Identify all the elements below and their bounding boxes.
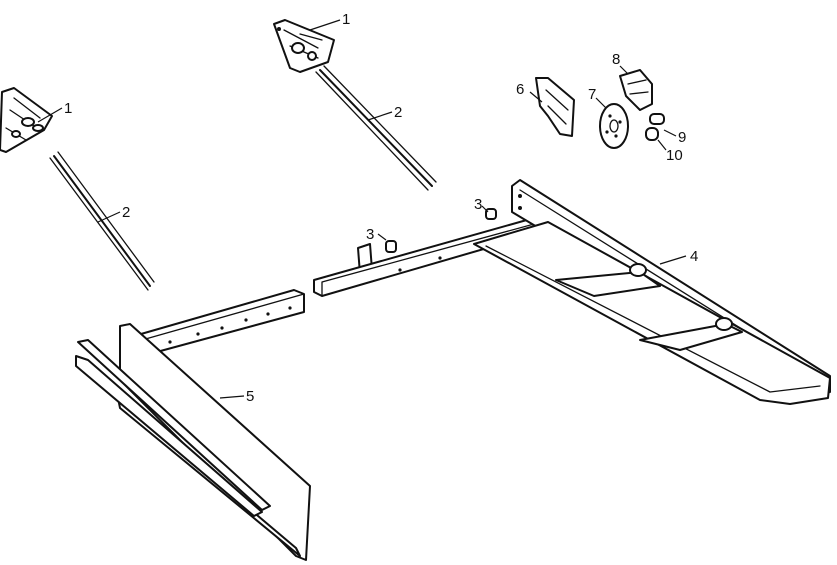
callout-5: 5	[246, 388, 254, 405]
bracket-plate-top	[273, 19, 335, 73]
callout-3-lower: 3	[366, 226, 374, 243]
chain-top	[315, 65, 437, 191]
callout-10: 10	[666, 147, 683, 164]
right-runner-frame	[313, 179, 831, 405]
left-blade-assembly	[75, 289, 311, 561]
bracket-plate-left	[0, 87, 53, 153]
callout-8: 8	[612, 51, 620, 68]
hitch-pin-upper	[485, 208, 497, 220]
wheel-disc	[599, 103, 629, 149]
callout-7: 7	[588, 86, 596, 103]
spring	[649, 113, 665, 125]
callout-3-upper: 3	[474, 196, 482, 213]
hub-bracket	[619, 69, 653, 111]
callout-6: 6	[516, 81, 524, 98]
mounting-bracket	[535, 77, 575, 137]
chain-left	[49, 151, 155, 291]
callout-1-left: 1	[64, 100, 72, 117]
callout-9: 9	[678, 129, 686, 146]
callout-4: 4	[690, 248, 698, 265]
leader-lines	[37, 19, 687, 399]
washer	[645, 127, 659, 141]
callout-1-top: 1	[342, 11, 350, 28]
callout-2-top: 2	[394, 104, 402, 121]
callout-2-left: 2	[122, 204, 130, 221]
